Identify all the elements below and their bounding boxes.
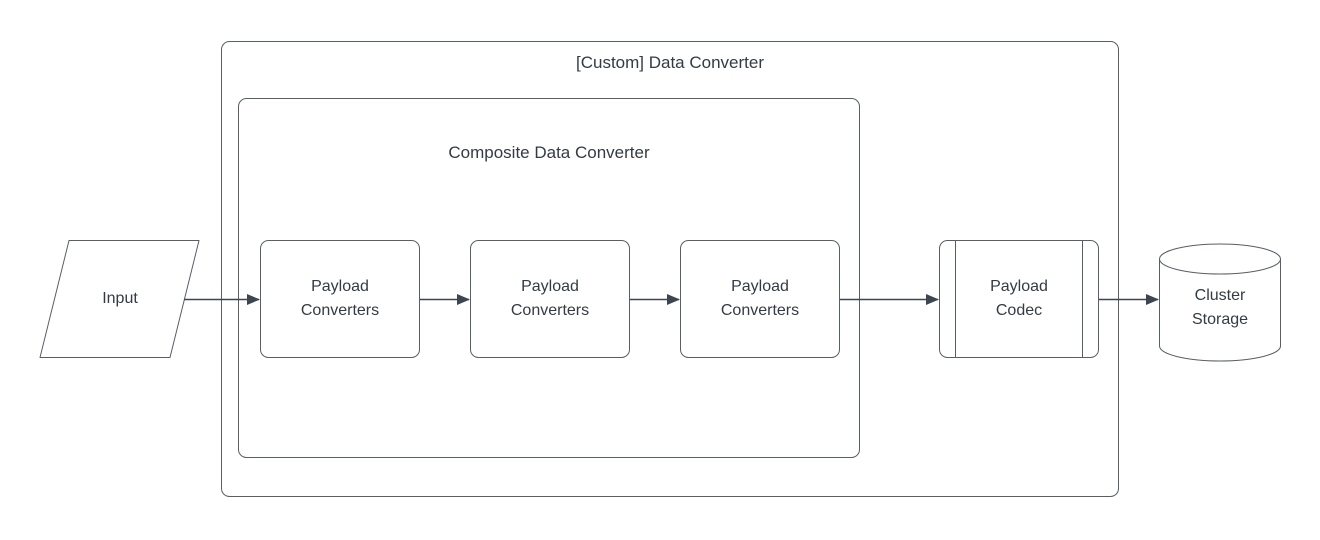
payload-converters-1-shape [260, 240, 420, 358]
node-label-payload-converters-2: Payload Converters [470, 240, 630, 358]
outer-container-box [221, 41, 1119, 497]
payload-converters-2-shape [470, 240, 630, 358]
node-label-payload-codec: Payload Codec [939, 240, 1099, 358]
node-label-payload-codec-text: Payload Codec [990, 278, 1048, 319]
node-label-payload-converters-3: Payload Converters [680, 240, 840, 358]
payload-codec-shape [939, 240, 1099, 358]
node-label-input-text: Input [102, 290, 138, 307]
outer-container-title: [Custom] Data Converter [575, 53, 764, 72]
inner-container-box [238, 98, 860, 458]
cluster-storage-cylinder-body [1159, 243, 1281, 362]
node-label-cluster-storage: Cluster Storage [1159, 262, 1281, 354]
payload-converters-3-shape [680, 240, 840, 358]
inner-container-title: Composite Data Converter [448, 143, 650, 162]
cluster-storage-cylinder-rim [1159, 258, 1281, 275]
node-label-cluster-storage-text: Cluster Storage [1191, 287, 1249, 328]
input-parallelogram-shape [39, 240, 200, 358]
node-label-payload-converters-2-text: Payload Converters [510, 278, 590, 319]
node-label-input: Input [40, 240, 200, 358]
node-label-payload-converters-3-text: Payload Converters [720, 278, 800, 319]
node-label-payload-converters-1: Payload Converters [260, 240, 420, 358]
node-label-payload-converters-1-text: Payload Converters [300, 278, 380, 319]
